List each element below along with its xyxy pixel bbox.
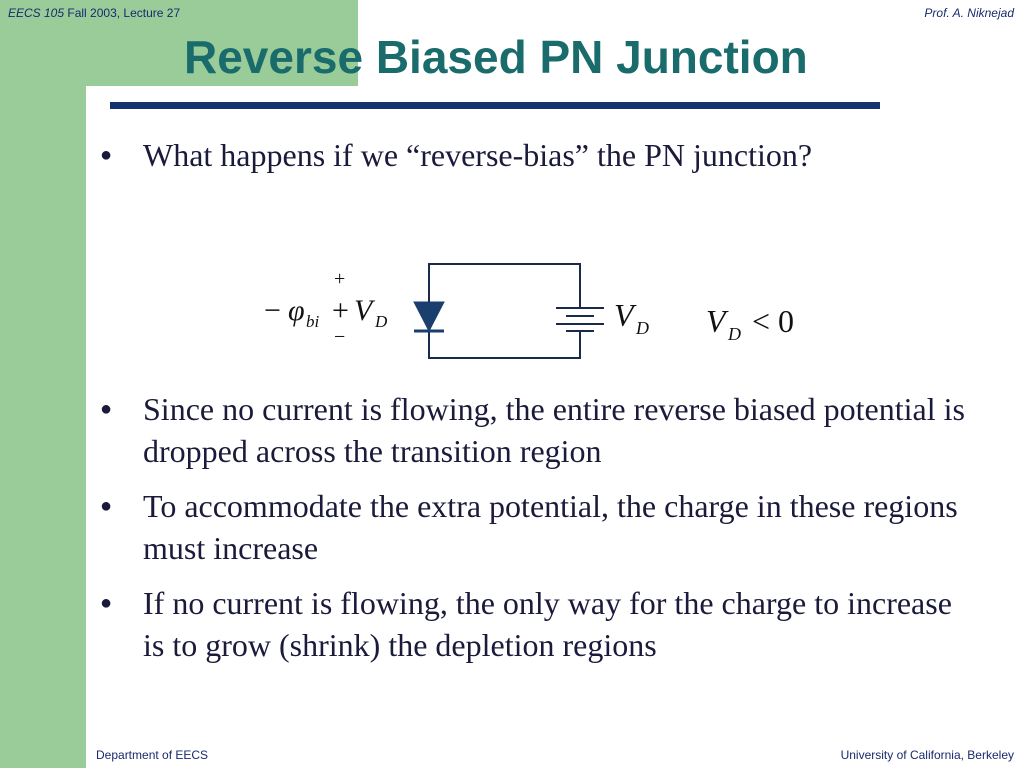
header-author: Prof. A. Niknejad: [924, 6, 1014, 20]
lecture-term: Fall 2003, Lecture 27: [67, 6, 181, 20]
polarity-minus: −: [334, 326, 345, 348]
condition-v: V: [706, 303, 729, 339]
sidebar-green-band: [0, 0, 86, 768]
bullet-dot: ●: [100, 144, 113, 166]
polarity-plus: +: [334, 268, 345, 290]
diode-triangle: [413, 301, 445, 333]
wire-bottom: [428, 330, 581, 359]
bullet-item: ● Since no current is flowing, the entire…: [100, 388, 980, 472]
source-label-v: V: [614, 297, 637, 333]
bullet-item: ● To accommodate the extra potential, the…: [100, 485, 980, 569]
label-phi: φ: [288, 294, 305, 327]
label-vd-sub: D: [374, 312, 388, 331]
label-minus: −: [264, 294, 281, 327]
bullet-list-top: ● What happens if we “reverse-bias” the P…: [100, 134, 980, 189]
source-label-sub: D: [635, 318, 649, 338]
bullet-dot: ●: [100, 495, 113, 517]
bullet-text: Since no current is flowing, the entire …: [143, 391, 965, 469]
title-rule: [110, 102, 880, 109]
slide-title: Reverse Biased PN Junction: [184, 31, 808, 83]
wire-top: [428, 263, 581, 308]
bullet-list-bottom: ● Since no current is flowing, the entire…: [100, 388, 980, 679]
header-green-band: [0, 0, 358, 86]
label-phi-sub: bi: [306, 312, 320, 331]
footer-department: Department of EECS: [96, 748, 209, 762]
footer-university: University of California, Berkeley: [840, 748, 1014, 762]
bullet-text: To accommodate the extra potential, the …: [143, 488, 958, 566]
condition-sub: D: [727, 324, 741, 344]
bullet-text: If no current is flowing, the only way f…: [143, 585, 952, 663]
bullet-dot: ●: [100, 592, 113, 614]
label-plus: +: [332, 294, 349, 327]
bullet-dot: ●: [100, 398, 113, 420]
bullet-item: ● If no current is flowing, the only way …: [100, 582, 980, 666]
label-vd: V: [354, 294, 376, 327]
bullet-text: What happens if we “reverse-bias” the PN…: [143, 137, 813, 173]
content-corner: [86, 86, 166, 166]
bullet-item: ● What happens if we “reverse-bias” the P…: [100, 134, 980, 176]
header-course-info: EECS 105 Fall 2003, Lecture 27: [8, 6, 180, 20]
condition-rest: < 0: [752, 303, 794, 339]
course-code: EECS 105: [8, 6, 65, 20]
